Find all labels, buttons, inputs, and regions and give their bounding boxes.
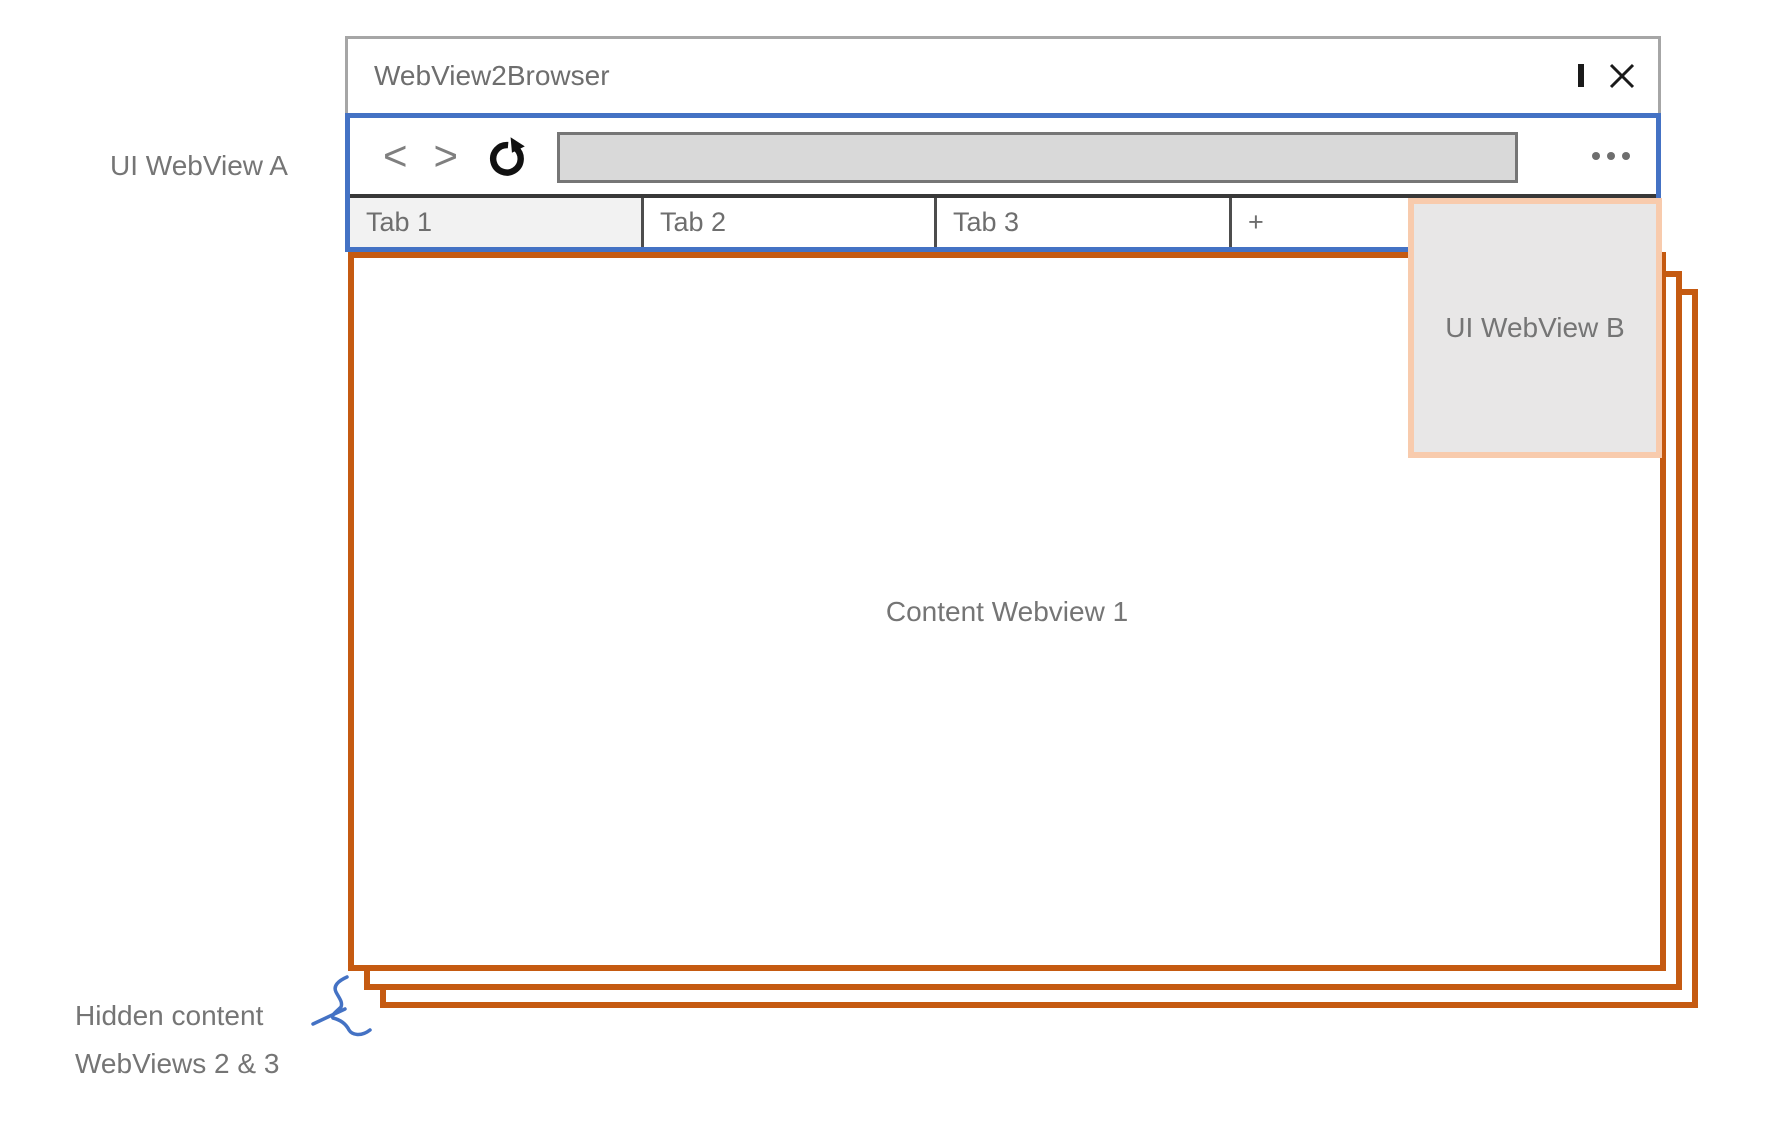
tab-1[interactable]: Tab 1 xyxy=(350,198,644,247)
hidden-webviews-label-line2: WebViews 2 & 3 xyxy=(75,1048,280,1079)
window-title: WebView2Browser xyxy=(374,60,610,91)
back-button[interactable]: < xyxy=(383,132,408,179)
maximize-button[interactable] xyxy=(1578,64,1584,87)
hidden-webviews-label: Hidden content WebViews 2 & 3 xyxy=(75,992,279,1088)
window-controls xyxy=(1554,39,1636,113)
ellipsis-icon xyxy=(1592,152,1600,160)
tab-2-label: Tab 2 xyxy=(660,207,727,237)
tab-1-label: Tab 1 xyxy=(366,207,433,237)
tab-2[interactable]: Tab 2 xyxy=(644,198,937,247)
reload-icon xyxy=(490,137,525,176)
close-button[interactable] xyxy=(1608,62,1636,90)
ui-webview-b: UI WebView B xyxy=(1408,198,1662,458)
forward-button[interactable]: > xyxy=(433,132,459,179)
close-icon xyxy=(1609,63,1635,89)
title-bar: WebView2Browser xyxy=(345,36,1661,113)
more-options-button[interactable] xyxy=(1592,152,1630,160)
navigation-bar: < > xyxy=(350,118,1656,194)
ui-webview-b-label: UI WebView B xyxy=(1445,312,1625,343)
tab-3[interactable]: Tab 3 xyxy=(937,198,1232,247)
ui-webview-a-label: UI WebView A xyxy=(110,150,288,181)
maximize-icon xyxy=(1578,64,1584,87)
address-bar-input[interactable] xyxy=(557,132,1518,183)
hidden-webviews-label-line1: Hidden content xyxy=(75,1000,264,1031)
reload-button[interactable] xyxy=(484,133,528,179)
tab-3-label: Tab 3 xyxy=(953,207,1020,237)
content-webview-label: Content Webview 1 xyxy=(885,595,1129,627)
new-tab-label: + xyxy=(1248,207,1264,237)
